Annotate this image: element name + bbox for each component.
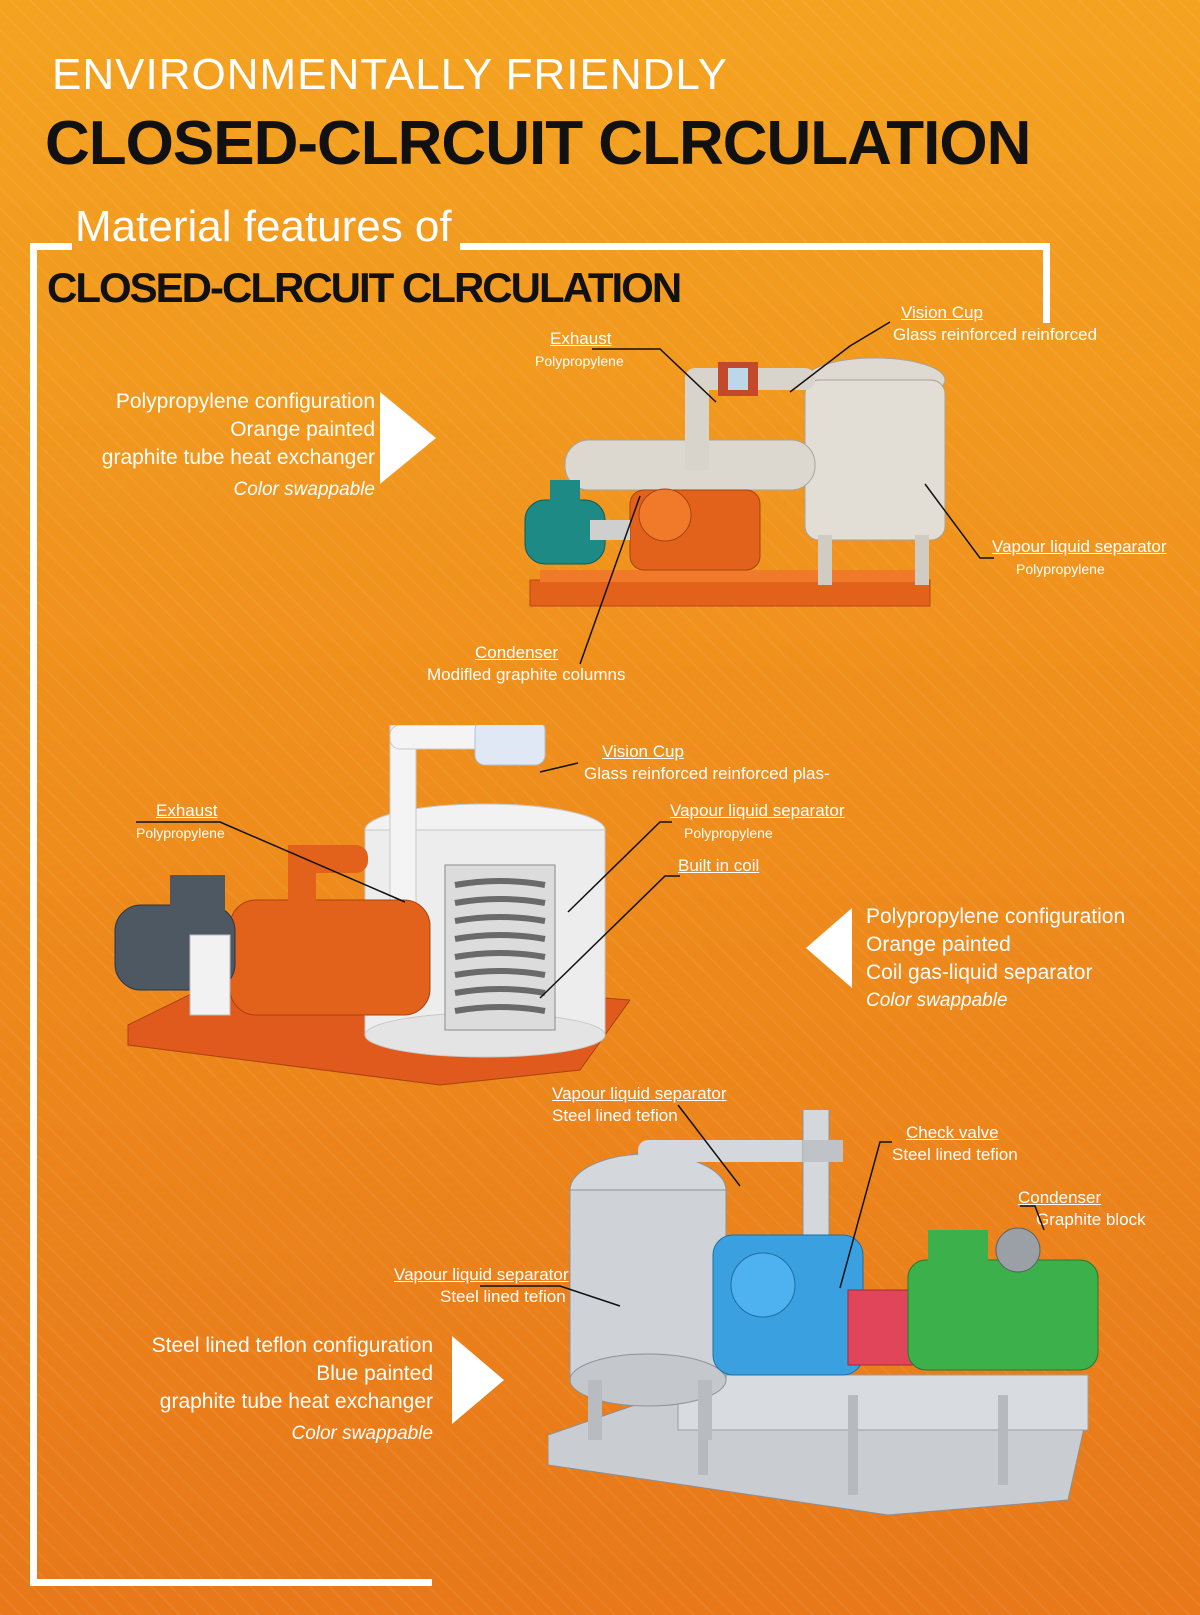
frame-top-left	[30, 243, 72, 250]
frame-right	[1043, 243, 1050, 323]
m3-sep-left-title: Vapour liquid separator	[394, 1265, 569, 1284]
m3-sep-top-label: Vapour liquid separator Steel lined tefi…	[552, 1083, 727, 1127]
m2-exhaust-label: Exhaust Polypropylene	[136, 800, 225, 844]
machine-2-image	[114, 725, 630, 1086]
config3-arrow-icon	[452, 1336, 504, 1424]
frame-top-right	[460, 243, 1050, 250]
config3-line3: graphite tube heat exchanger	[159, 1390, 433, 1413]
config1-line2: Orange painted	[230, 418, 375, 441]
m2-coil-title: Built in coil	[678, 856, 760, 875]
m2-vision-title: Vision Cup	[602, 742, 684, 761]
m2-vision-material: Glass reinforced reinforced plas-	[584, 764, 830, 783]
config3-line2: Blue painted	[316, 1362, 433, 1385]
m2-separator-title: Vapour liquid separator	[670, 801, 845, 820]
config2-description: Polypropylene configuration Orange paint…	[866, 903, 1196, 1015]
config1-note: Color swappable	[233, 479, 375, 500]
config2-note: Color swappable	[866, 990, 1008, 1011]
config1-description: Polypropylene configuration Orange paint…	[60, 388, 375, 504]
m1-vision-material: Glass reinforced reinforced	[893, 325, 1098, 344]
config2-line1: Polypropylene configuration	[866, 905, 1126, 928]
m1-separator-label: Vapour liquid separator Polypropylene	[992, 536, 1167, 580]
m2-exhaust-title: Exhaust	[156, 801, 218, 820]
m1-condenser-material: Modifled graphite columns	[427, 665, 626, 684]
m3-check-material: Steel lined tefion	[892, 1145, 1018, 1164]
m2-separator-material: Polypropylene	[684, 825, 773, 841]
header-line-2: CLOSED-CLRCUIT CLRCULATION	[45, 109, 1031, 178]
m3-condenser-title: Condenser	[1018, 1188, 1102, 1207]
m3-condenser-label: Condenser Graphite block	[1018, 1187, 1146, 1231]
m1-leader-lines	[579, 321, 994, 665]
config3-description: Steel lined teflon configuration Blue pa…	[100, 1332, 433, 1448]
m1-condenser-label: Condenser Modifled graphite columns	[427, 642, 625, 686]
config1-arrow-icon	[380, 392, 436, 484]
machine-3-image	[548, 1110, 1099, 1515]
config3-line1: Steel lined teflon configuration	[151, 1334, 433, 1357]
m1-exhaust-material: Polypropylene	[535, 353, 624, 369]
section-subtitle: CLOSED-CLRCUIT CLRCULATION	[47, 264, 682, 311]
m3-condenser-material: Graphite block	[1036, 1210, 1146, 1229]
machine-1-image	[524, 357, 946, 607]
frame-left	[30, 243, 37, 1586]
config2-line3: Coil gas-liquid separator	[866, 961, 1093, 984]
m1-exhaust-title: Exhaust	[550, 329, 612, 348]
m3-sep-top-title: Vapour liquid separator	[552, 1084, 727, 1103]
m2-vision-label: Vision Cup Glass reinforced reinforced p…	[584, 741, 830, 785]
config1-line1: Polypropylene configuration	[115, 390, 375, 413]
m3-sep-left-label: Vapour liquid separator Steel lined tefi…	[394, 1264, 569, 1308]
section-title: Material features of	[75, 202, 452, 251]
config2-arrow-icon	[806, 908, 852, 988]
m2-coil-label: Built in coil	[678, 855, 759, 877]
m1-condenser-title: Condenser	[475, 643, 559, 662]
m1-separator-title: Vapour liquid separator	[992, 537, 1167, 556]
m2-separator-label: Vapour liquid separator Polypropylene	[670, 800, 845, 844]
frame-bottom	[30, 1579, 432, 1586]
m1-separator-material: Polypropylene	[1016, 561, 1105, 577]
config1-line3: graphite tube heat exchanger	[101, 446, 375, 469]
m1-vision-label: Vision Cup Glass reinforced reinforced	[893, 302, 1097, 346]
m1-vision-title: Vision Cup	[901, 303, 983, 322]
m3-check-title: Check valve	[906, 1123, 999, 1142]
m3-check-label: Check valve Steel lined tefion	[892, 1122, 1018, 1166]
header-line-1: ENVIRONMENTALLY FRIENDLY	[52, 50, 728, 99]
m3-sep-left-material: Steel lined tefion	[440, 1287, 566, 1306]
config2-line2: Orange painted	[866, 933, 1011, 956]
m1-exhaust-label: Exhaust Polypropylene	[535, 328, 626, 372]
m3-sep-top-material: Steel lined tefion	[552, 1106, 678, 1125]
config3-note: Color swappable	[291, 1423, 433, 1444]
m2-exhaust-material: Polypropylene	[136, 825, 225, 841]
m2-leader-lines	[136, 762, 680, 999]
m3-leader-lines	[480, 1104, 1045, 1307]
